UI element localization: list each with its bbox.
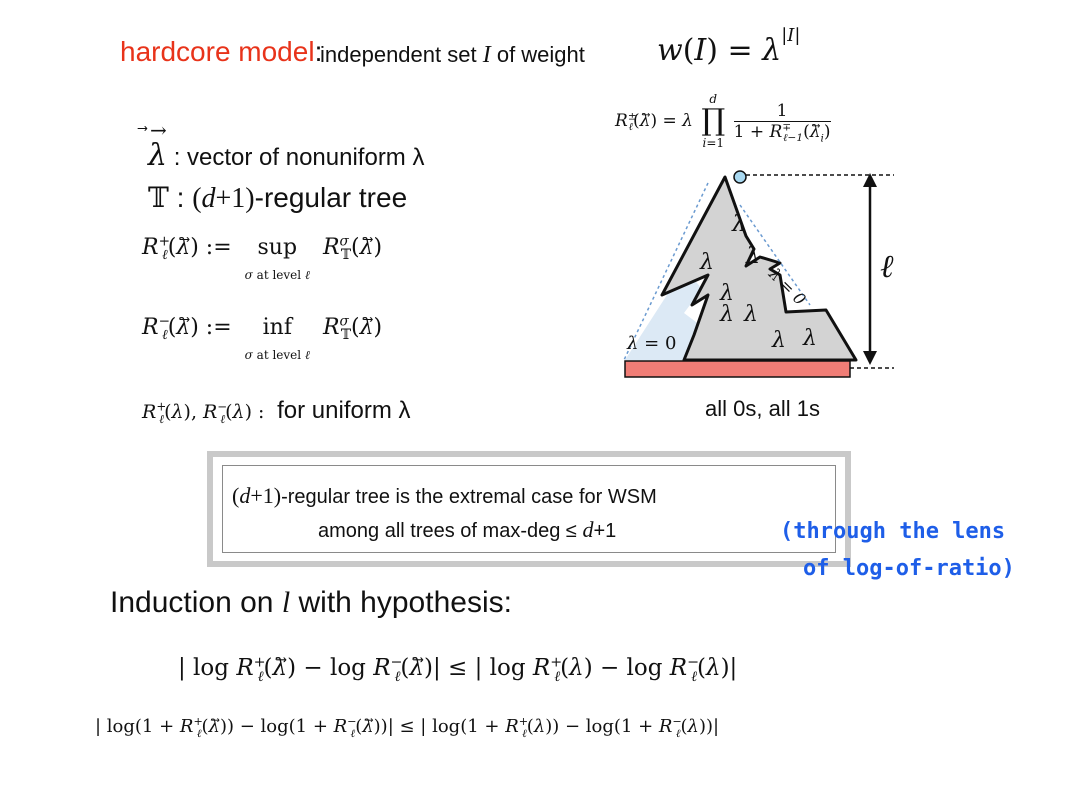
of-weight-text: of weight xyxy=(496,42,585,67)
induction-var: l xyxy=(281,586,291,619)
wsm-line-2-plus: +1 xyxy=(593,520,617,542)
blue-note-line-1: (through the lens xyxy=(780,519,1006,544)
lambda-label-4: λ xyxy=(719,281,734,306)
induction-text-2: with hypothesis: xyxy=(298,586,512,619)
wsm-line-2: among all trees of max-deg ≤ d+1 xyxy=(318,517,616,543)
lambda-zero-label: λ = 0 xyxy=(626,333,676,354)
lambda-label-5: λ xyxy=(719,302,734,327)
set-symbol: I xyxy=(482,42,491,68)
ell-label: ℓ xyxy=(880,247,894,285)
lambda-label-1: λ xyxy=(731,212,746,237)
title-description: independent set I of weight xyxy=(320,42,585,69)
tree-def: 𝕋 : (d+1)-regular tree xyxy=(148,181,407,215)
weight-formula: w(I) = λ|I| xyxy=(657,25,801,69)
wsm-line-2-text: among all trees of max-deg ≤ xyxy=(318,520,577,542)
wsm-box xyxy=(207,451,851,567)
tree-body xyxy=(660,175,858,362)
uniform-def: R+ℓ(λ), R−ℓ(λ) : for uniform λ xyxy=(142,397,411,426)
recursion-formula: R±ℓ(λ⃗) = λ d∏i=1 1 1 + R∓ℓ−1(λ⃗i) xyxy=(615,92,831,150)
lambda-vector-text: : vector of nonuniform λ xyxy=(173,144,425,171)
slide-title: hardcore model: xyxy=(120,36,322,68)
lambda-label-2: λ xyxy=(699,250,714,275)
wsm-line-1: (d+1)-regular tree is the extremal case … xyxy=(232,483,657,508)
description-text: independent set xyxy=(320,42,477,67)
lambda-label-6: λ xyxy=(743,302,758,327)
tree-text: -regular tree xyxy=(254,182,408,213)
inequality-2: | log(1 + R+ℓ(λ⃗)) − log(1 + R−ℓ(λ⃗))| ≤… xyxy=(95,715,720,740)
wsm-line-2-d: d xyxy=(582,517,594,542)
root-dot xyxy=(733,170,747,184)
base-bar xyxy=(624,360,851,378)
inequality-1: | log R+ℓ(λ⃗) − log R−ℓ(λ⃗)| ≤ | log R+ℓ… xyxy=(178,654,738,685)
lambda-vector-def: λ⃗→ : vector of nonuniform λ xyxy=(148,118,425,173)
tree-colon: : xyxy=(176,182,185,213)
tree-symbol: 𝕋 xyxy=(148,181,169,214)
lambda-label-7: λ xyxy=(771,328,786,353)
tree-figure: λ λ λ λ λ λ λ λ λ = 0 λ = 0 ℓ xyxy=(623,170,894,378)
lambda-label-3: λ xyxy=(745,244,760,269)
blue-note-line-2: of log-of-ratio) xyxy=(803,556,1015,581)
induction-line: Induction on l with hypothesis: xyxy=(110,586,512,620)
wsm-box-inner xyxy=(222,465,836,553)
induction-text: Induction on xyxy=(110,586,274,619)
lambda-label-8: λ xyxy=(802,326,817,351)
model-name: hardcore model xyxy=(120,36,315,67)
tree-d-label: (d+1) xyxy=(192,183,255,214)
wsm-line-1-text: -regular tree is the extremal case for W… xyxy=(281,486,657,508)
tree-caption: all 0s, all 1s xyxy=(705,396,820,421)
uniform-text: for uniform λ xyxy=(277,397,411,424)
title-colon: : xyxy=(314,36,323,67)
